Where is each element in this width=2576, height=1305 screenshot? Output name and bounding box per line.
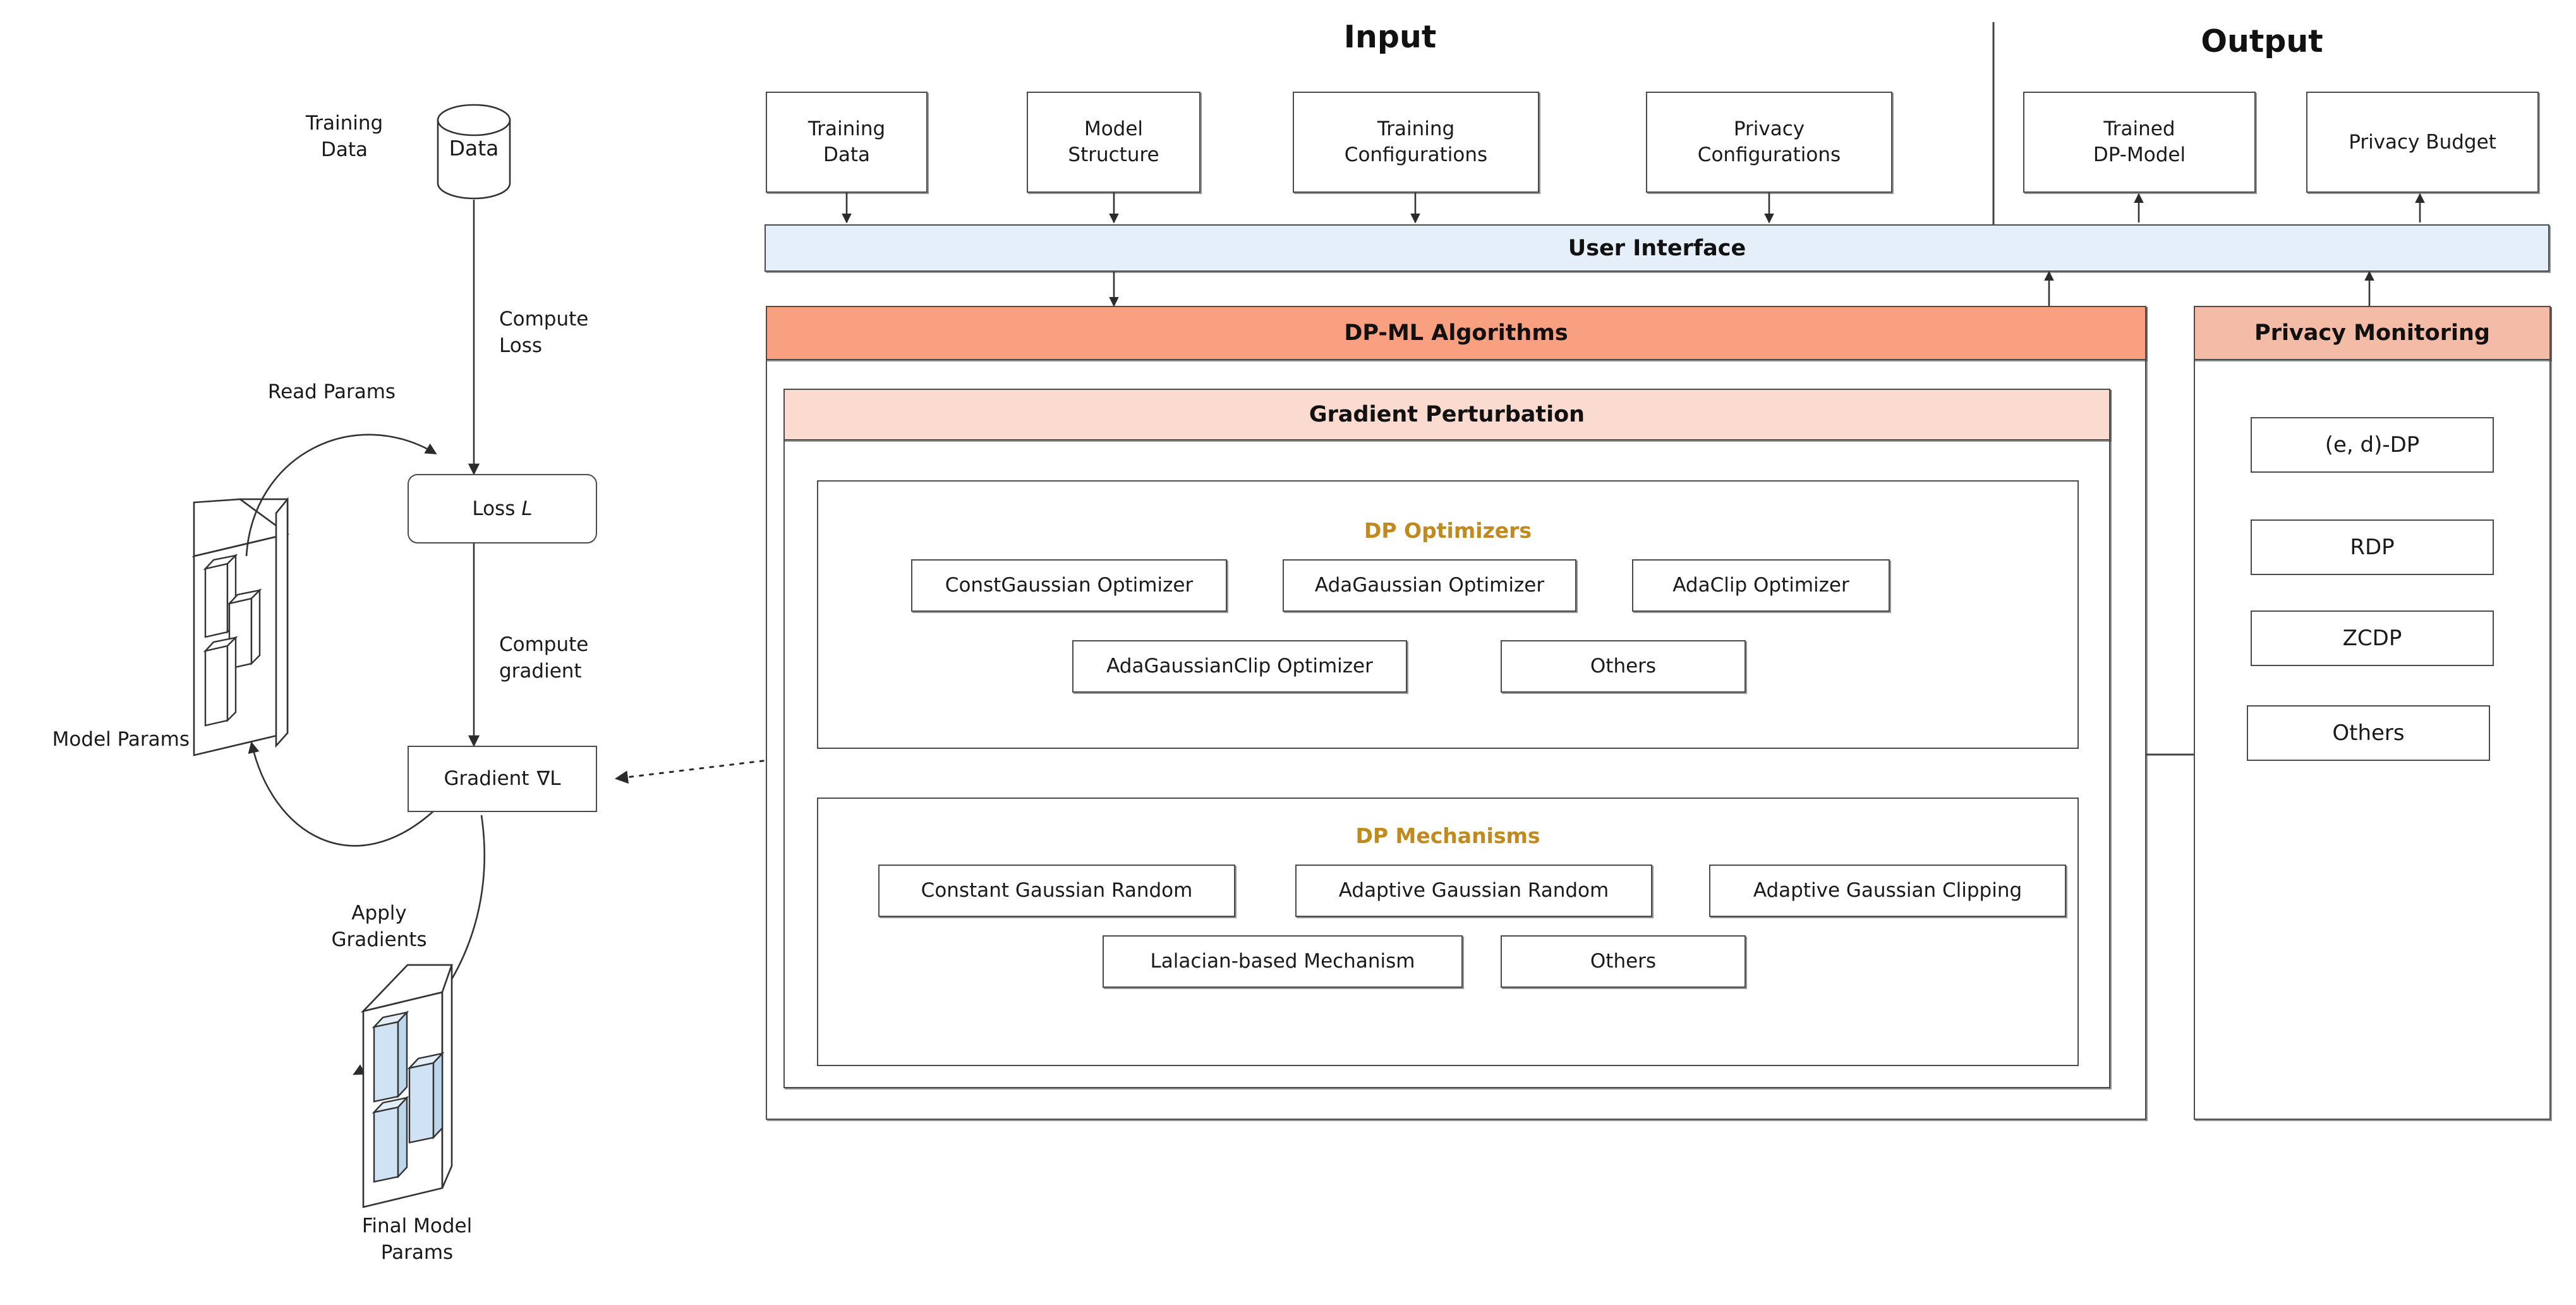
output-section-title: Output — [2201, 23, 2323, 59]
mechanism-box-constant-gaussian-random-label: Constant Gaussian Random — [921, 879, 1193, 902]
mechanism-box-lalacian-based[interactable]: Lalacian-based Mechanism — [1103, 935, 1463, 988]
gradient-box: Gradient ∇L — [408, 746, 597, 812]
privacy-item-ed-dp-label: (e, d)-DP — [2325, 432, 2420, 458]
read-params-label: Read Params — [267, 380, 396, 403]
privacy-item-rdp-label: RDP — [2350, 534, 2395, 560]
loss-box-label: Loss — [472, 497, 516, 520]
user-interface-label: User Interface — [1568, 235, 1746, 261]
loss-box-symbol: L — [521, 497, 533, 520]
optimizer-box-adaclip[interactable]: AdaClip Optimizer — [1632, 559, 1890, 612]
compute-loss-label: Compute Loss — [499, 308, 589, 357]
optimizer-box-others[interactable]: Others — [1501, 640, 1746, 693]
final-model-params-label: Final Model Params — [361, 1215, 473, 1264]
dp-mechanisms-title: DP Mechanisms — [1355, 823, 1540, 848]
privacy-item-zcdp-label: ZCDP — [2342, 625, 2402, 651]
mechanism-box-lalacian-based-label: Lalacian-based Mechanism — [1150, 950, 1415, 973]
output-box-privacy-budget-label: Privacy Budget — [2349, 130, 2496, 154]
mechanism-box-adaptive-gaussian-clipping-label: Adaptive Gaussian Clipping — [1753, 879, 2023, 902]
input-box-model-structure-label: Model Structure — [1068, 118, 1159, 166]
input-box-privacy-configurations[interactable]: Privacy Configurations — [1646, 92, 1892, 193]
output-box-trained-dp-model[interactable]: Trained DP-Model — [2023, 92, 2256, 193]
optimizer-box-constgaussian-label: ConstGaussian Optimizer — [945, 574, 1194, 597]
mechanism-box-adaptive-gaussian-random[interactable]: Adaptive Gaussian Random — [1295, 865, 1652, 917]
gradient-perturbation-title: Gradient Perturbation — [1309, 402, 1585, 427]
optimizer-box-adagaussian-label: AdaGaussian Optimizer — [1314, 574, 1545, 597]
dp-mechanisms-group — [817, 798, 2079, 1066]
model-params-label: Model Params — [52, 728, 190, 751]
optimizer-box-adagaussianclip-label: AdaGaussianClip Optimizer — [1106, 655, 1373, 678]
loss-box: Loss L — [408, 474, 597, 543]
training-data-label: Training Data — [305, 112, 384, 161]
gradient-box-symbol: ∇L — [536, 767, 561, 791]
input-box-training-data-label: Training Data — [807, 118, 886, 166]
mechanism-box-constant-gaussian-random[interactable]: Constant Gaussian Random — [878, 865, 1235, 917]
privacy-item-ed-dp[interactable]: (e, d)-DP — [2251, 417, 2494, 473]
optimizer-box-adagaussian[interactable]: AdaGaussian Optimizer — [1283, 559, 1576, 612]
compute-gradient-label: Compute gradient — [499, 633, 589, 683]
input-box-training-configurations-label: Training Configurations — [1344, 118, 1488, 166]
privacy-item-rdp[interactable]: RDP — [2251, 519, 2494, 575]
output-box-trained-dp-model-label: Trained DP-Model — [2093, 118, 2186, 166]
privacy-item-others[interactable]: Others — [2247, 705, 2490, 761]
privacy-monitoring-banner: Privacy Monitoring — [2194, 306, 2551, 360]
model-params-3d-icon — [191, 497, 290, 756]
input-box-privacy-configurations-label: Privacy Configurations — [1697, 118, 1841, 166]
mechanism-box-others-label: Others — [1590, 950, 1657, 973]
datastore-label: Data — [449, 136, 499, 161]
input-section-title: Input — [1343, 19, 1437, 55]
mechanism-box-others[interactable]: Others — [1501, 935, 1746, 988]
dp-optimizers-group — [817, 480, 2079, 749]
privacy-item-others-label: Others — [2332, 720, 2405, 746]
optimizer-box-others-label: Others — [1590, 655, 1657, 678]
apply-gradients-label: Apply Gradients — [331, 902, 427, 951]
dpml-algorithms-title: DP-ML Algorithms — [1344, 320, 1568, 346]
final-model-params-3d-icon — [360, 964, 453, 1208]
input-box-training-data[interactable]: Training Data — [766, 92, 928, 193]
mechanism-box-adaptive-gaussian-random-label: Adaptive Gaussian Random — [1338, 879, 1609, 902]
optimizer-box-adagaussianclip[interactable]: AdaGaussianClip Optimizer — [1072, 640, 1407, 693]
input-box-training-configurations[interactable]: Training Configurations — [1293, 92, 1539, 193]
user-interface-banner[interactable]: User Interface — [765, 224, 2549, 272]
privacy-item-zcdp[interactable]: ZCDP — [2251, 610, 2494, 666]
dp-optimizers-title: DP Optimizers — [1364, 518, 1532, 543]
optimizer-box-constgaussian[interactable]: ConstGaussian Optimizer — [911, 559, 1227, 612]
mechanism-box-adaptive-gaussian-clipping[interactable]: Adaptive Gaussian Clipping — [1709, 865, 2066, 917]
optimizer-box-adaclip-label: AdaClip Optimizer — [1672, 574, 1849, 597]
input-box-model-structure[interactable]: Model Structure — [1027, 92, 1200, 193]
privacy-monitoring-title: Privacy Monitoring — [2254, 320, 2490, 346]
dpml-algorithms-banner: DP-ML Algorithms — [766, 306, 2146, 360]
gradient-box-label: Gradient — [444, 767, 529, 791]
output-box-privacy-budget[interactable]: Privacy Budget — [2306, 92, 2539, 193]
gradient-perturbation-banner: Gradient Perturbation — [783, 389, 2110, 440]
